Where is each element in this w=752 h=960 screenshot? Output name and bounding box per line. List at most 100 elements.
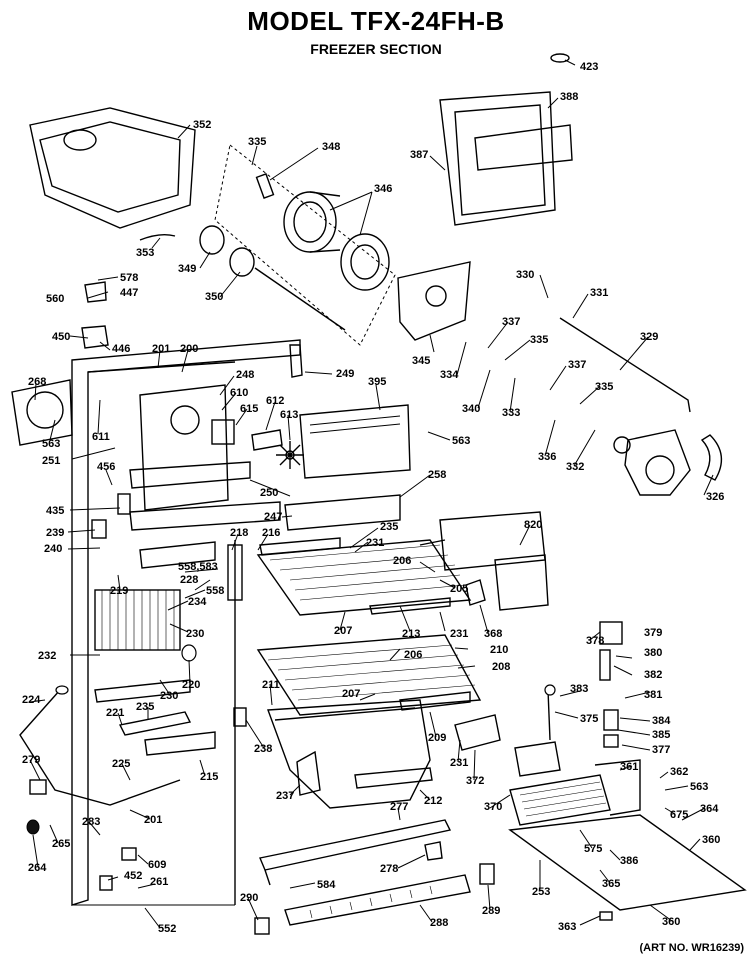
- part-label: 368: [484, 628, 502, 640]
- part-label: 352: [193, 119, 211, 131]
- part-label: 348: [322, 141, 340, 153]
- part-label: 578: [120, 272, 138, 284]
- part-label: 206: [393, 555, 411, 567]
- leader-lines: [29, 59, 714, 929]
- part-label: 200: [180, 343, 198, 355]
- part-label: 218: [230, 527, 248, 539]
- part-label: 560: [46, 293, 64, 305]
- part-label: 360: [702, 834, 720, 846]
- part-label: 446: [112, 343, 130, 355]
- part-label: 610: [230, 387, 248, 399]
- part-label: 221: [106, 707, 124, 719]
- part-label: 268: [28, 376, 46, 388]
- part-label: 249: [336, 368, 354, 380]
- part-label: 558: [206, 585, 224, 597]
- part-label: 211: [262, 679, 280, 691]
- diagram-title: MODEL TFX-24FH-B: [247, 6, 505, 36]
- part-label: 423: [580, 61, 598, 73]
- part-label: 230: [186, 628, 204, 640]
- part-label: 231: [366, 537, 384, 549]
- part-label: 388: [560, 91, 578, 103]
- part-label: 375: [580, 713, 598, 725]
- part-label: 387: [410, 149, 428, 161]
- part-label: 251: [42, 455, 60, 467]
- part-label: 563: [452, 435, 470, 447]
- part-label: 289: [482, 905, 500, 917]
- part-label: 206: [404, 649, 422, 661]
- part-label: 239: [46, 527, 64, 539]
- part-label: 231: [450, 628, 468, 640]
- part-label: 264: [28, 862, 47, 874]
- part-label: 335: [248, 136, 266, 148]
- part-label: 360: [662, 916, 680, 928]
- part-label: 283: [82, 816, 100, 828]
- part-label: 447: [120, 287, 138, 299]
- part-label: 340: [462, 403, 480, 415]
- part-label: 248: [236, 369, 254, 381]
- part-label: 326: [706, 491, 724, 503]
- part-label: 337: [502, 316, 520, 328]
- part-label: 335: [595, 381, 613, 393]
- part-label: 235: [380, 521, 398, 533]
- part-label: 253: [532, 886, 550, 898]
- part-label: 395: [368, 376, 386, 388]
- part-label: 228: [180, 574, 198, 586]
- part-label: 201: [144, 814, 162, 826]
- art-number: (ART NO. WR16239): [639, 942, 744, 954]
- part-label: 450: [52, 331, 70, 343]
- part-label: 219: [110, 585, 128, 597]
- part-label: 208: [492, 661, 510, 673]
- part-label: 452: [124, 870, 142, 882]
- part-label: 220: [182, 679, 200, 691]
- part-label: 232: [38, 650, 56, 662]
- part-label: 377: [652, 744, 670, 756]
- part-label: 346: [374, 183, 392, 195]
- part-label: 290: [240, 892, 258, 904]
- part-label: 675: [670, 809, 688, 821]
- part-label: 609: [148, 859, 166, 871]
- part-label: 261: [150, 876, 168, 888]
- part-label: 385: [652, 729, 670, 741]
- part-label: 278: [380, 863, 398, 875]
- part-label: 337: [568, 359, 586, 371]
- part-label: 350: [205, 291, 223, 303]
- part-label: 349: [178, 263, 196, 275]
- diagram-subtitle: FREEZER SECTION: [310, 41, 442, 57]
- part-label: 378: [586, 635, 604, 647]
- part-label: 238: [254, 743, 272, 755]
- part-label: 235: [136, 701, 154, 713]
- part-label: 215: [200, 771, 218, 783]
- part-label: 329: [640, 331, 658, 343]
- part-label: 207: [334, 625, 352, 637]
- part-label: 353: [136, 247, 154, 259]
- part-label: 386: [620, 855, 638, 867]
- part-label: 384: [652, 715, 671, 727]
- part-label: 277: [390, 801, 408, 813]
- part-label: 613: [280, 409, 298, 421]
- part-label: 584: [317, 879, 336, 891]
- part-label: 205: [450, 583, 468, 595]
- part-label: 345: [412, 355, 430, 367]
- part-label: 279: [22, 754, 40, 766]
- part-label: 552: [158, 923, 176, 935]
- part-label: 258: [428, 469, 446, 481]
- part-label: 563: [42, 438, 60, 450]
- part-label: 331: [590, 287, 608, 299]
- part-label: 247: [264, 511, 282, 523]
- part-label: 372: [466, 775, 484, 787]
- part-label: 380: [644, 647, 662, 659]
- part-label: 213: [402, 628, 420, 640]
- part-label: 370: [484, 801, 502, 813]
- part-label: 250: [260, 487, 278, 499]
- part-label: 365: [602, 878, 620, 890]
- part-label: 379: [644, 627, 662, 639]
- part-label: 435: [46, 505, 64, 517]
- part-label: 383: [570, 683, 588, 695]
- part-label: 288: [430, 917, 448, 929]
- part-label: 231: [450, 757, 468, 769]
- part-label: 224: [22, 694, 41, 706]
- part-label: 240: [44, 543, 62, 555]
- part-label: 615: [240, 403, 258, 415]
- part-label: 336: [538, 451, 556, 463]
